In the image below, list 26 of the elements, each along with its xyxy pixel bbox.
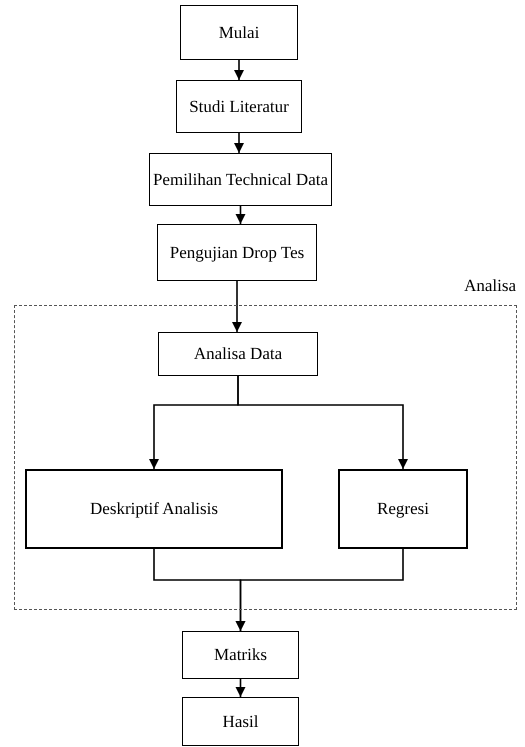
process-box xyxy=(157,224,317,281)
step-label: Regresi xyxy=(377,499,429,519)
step-label: Mulai xyxy=(218,22,260,42)
arrow xyxy=(236,549,404,631)
process-box xyxy=(182,697,299,746)
step-label: Deskriptif Analisis xyxy=(90,499,218,519)
step-label: Hasil xyxy=(222,712,258,732)
arrow xyxy=(237,376,408,469)
process-box xyxy=(149,153,332,206)
process-box xyxy=(25,469,283,549)
arrow xyxy=(232,281,242,332)
process-box xyxy=(176,80,302,133)
arrow xyxy=(234,133,244,153)
arrow xyxy=(234,60,244,80)
step-label: Studi Literatur xyxy=(189,96,289,116)
arrow xyxy=(236,206,246,224)
group-heading: Analisa xyxy=(464,276,516,296)
process-box xyxy=(182,631,299,679)
process-box xyxy=(338,469,468,549)
step-label: Pemilihan Technical Data xyxy=(152,170,328,190)
arrow xyxy=(236,679,246,697)
step-label: Pengujian Drop Tes xyxy=(170,242,304,262)
process-box xyxy=(180,5,298,60)
step-label: Analisa Data xyxy=(194,344,282,364)
process-box xyxy=(158,332,318,376)
step-label: Matriks xyxy=(214,645,267,665)
